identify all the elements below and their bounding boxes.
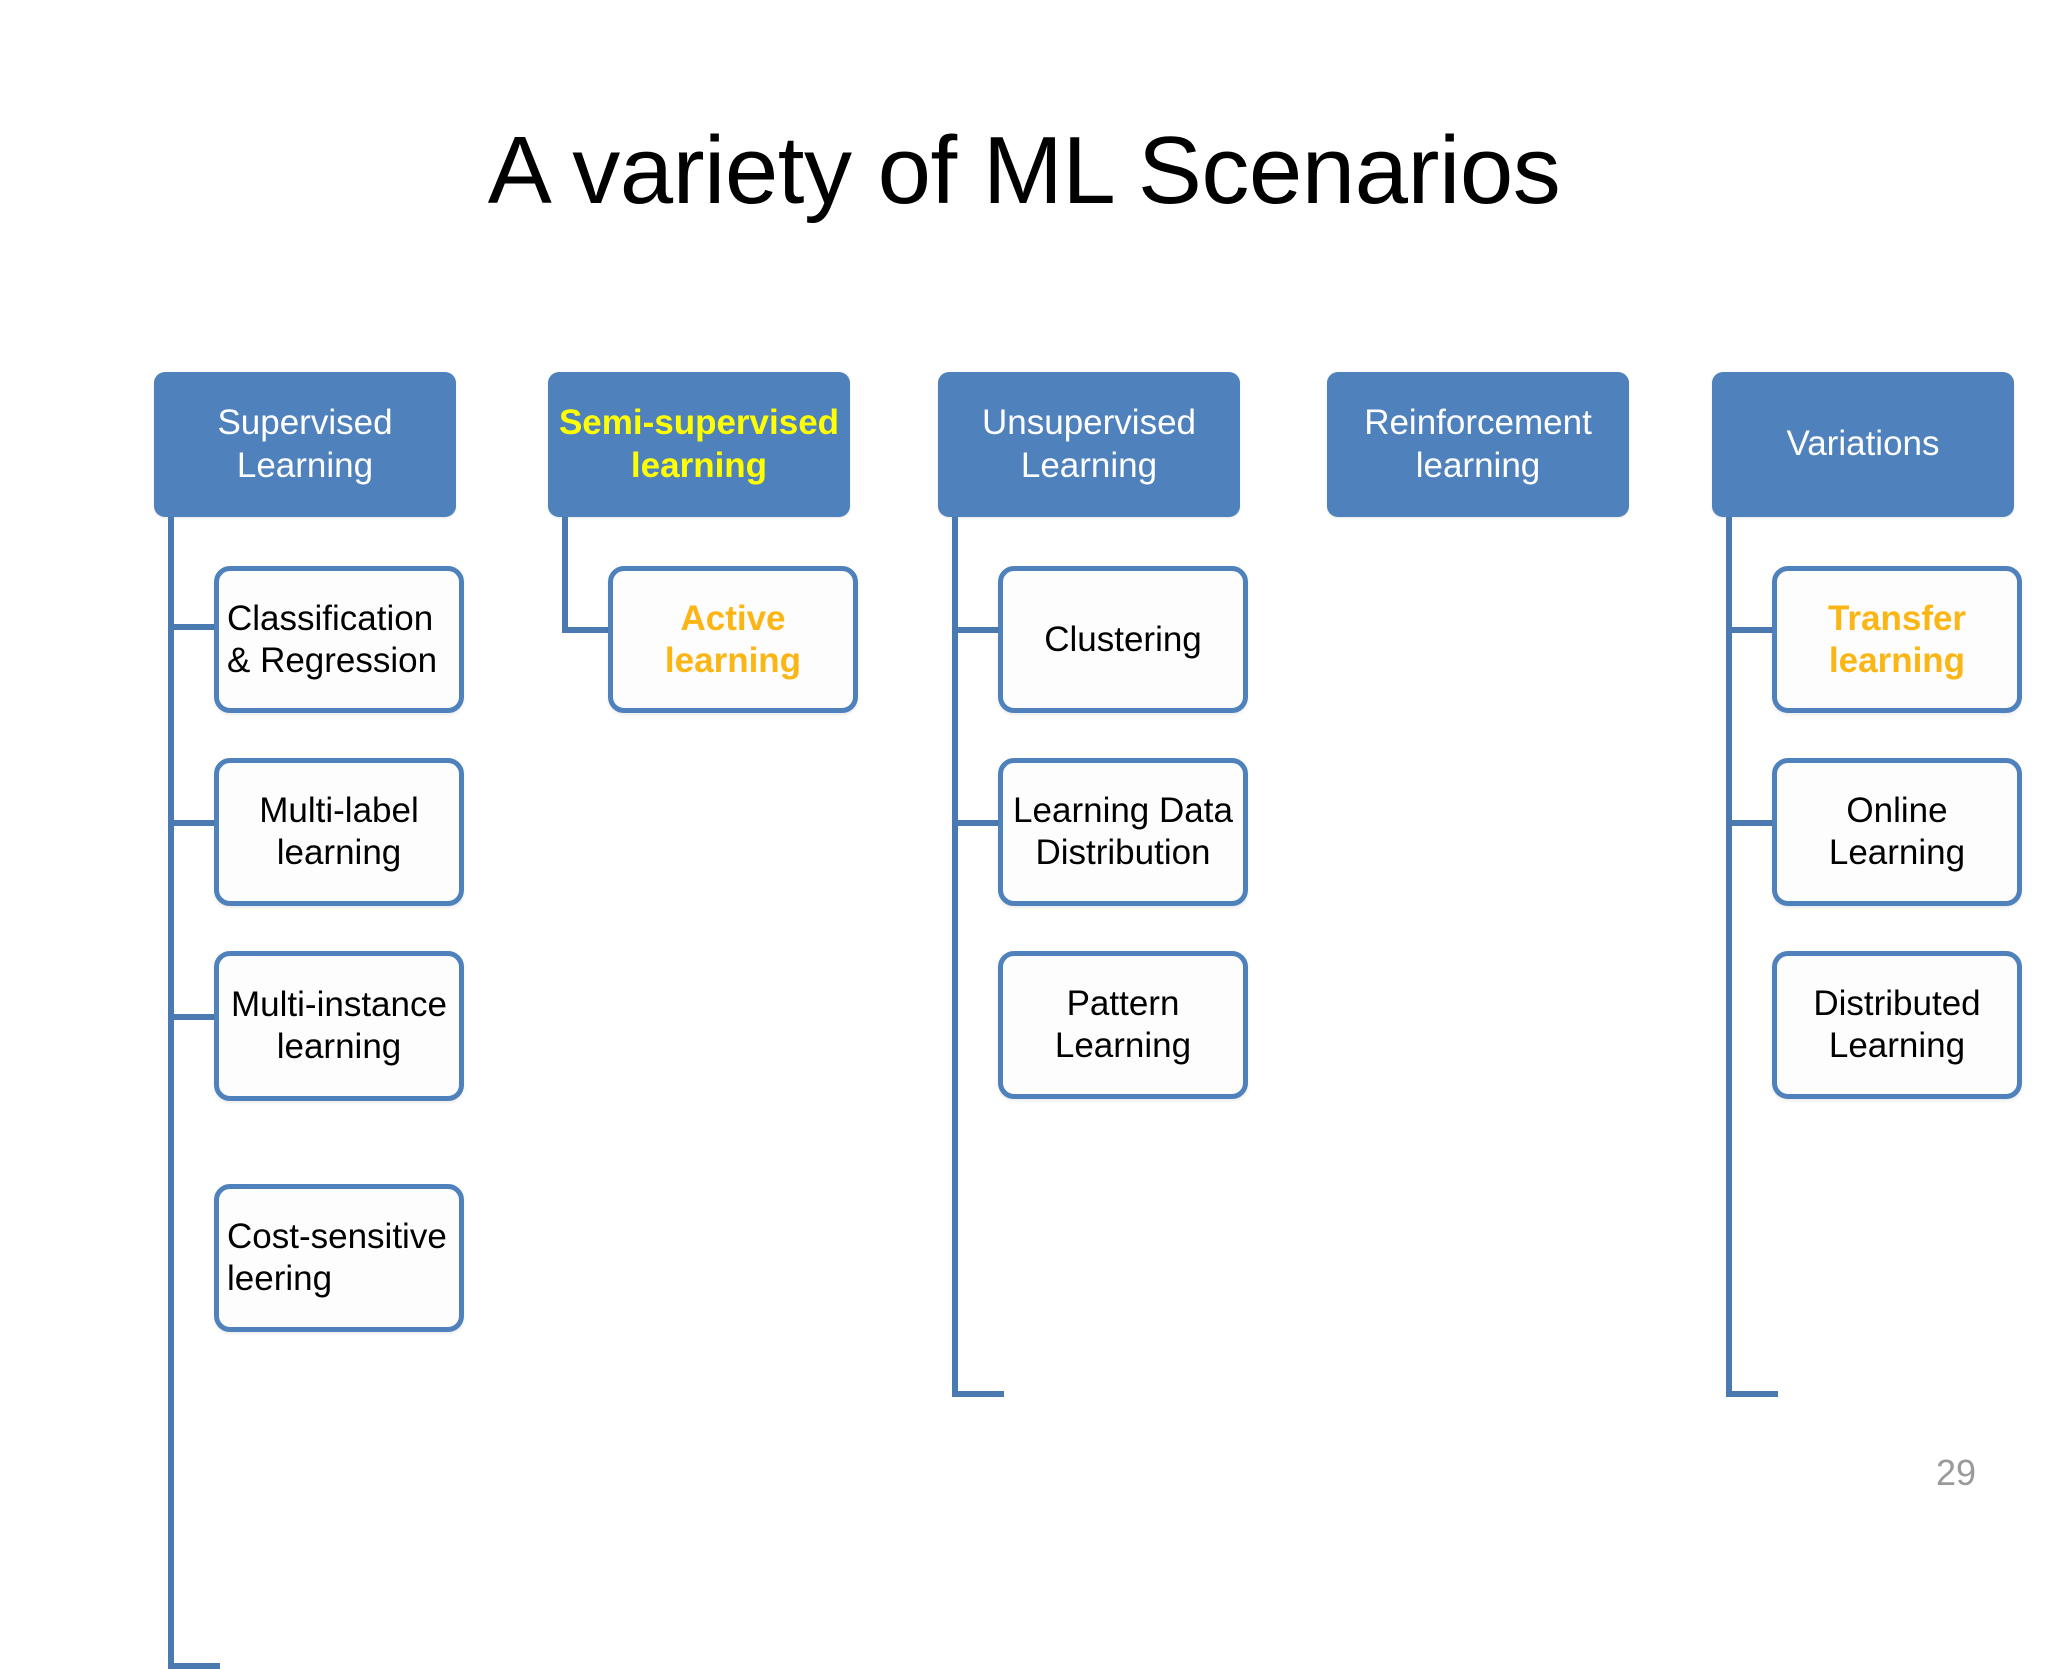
child-box-label: Learning Data Distribution [1013, 791, 1233, 872]
child-box-active-learning[interactable]: Active learning [608, 566, 858, 713]
connector-stub [168, 1663, 220, 1669]
connector-trunk [952, 517, 958, 1397]
page-number: 29 [1935, 1452, 1976, 1493]
child-box-label: Pattern Learning [1054, 984, 1192, 1065]
child-box-multi-instance-learning[interactable]: Multi-instance learning [214, 951, 464, 1101]
header-box-label: Supervised Learning [217, 402, 393, 485]
header-box-label: Semi-supervised learning [558, 402, 840, 485]
child-box-label: Online Learning [1828, 791, 1966, 872]
child-box-label: Multi-label learning [259, 791, 419, 872]
connector-stub [952, 627, 1004, 633]
child-box-pattern-learning[interactable]: Pattern Learning [998, 951, 1248, 1099]
header-box-supervised-learning[interactable]: Supervised Learning [154, 372, 456, 517]
child-box-label: Transfer learning [1827, 598, 1967, 680]
header-box-label: Reinforcement learning [1364, 402, 1592, 485]
child-box-label: Clustering [1044, 619, 1202, 659]
header-box-unsupervised-learning[interactable]: Unsupervised Learning [938, 372, 1240, 517]
header-box-label: Variations [1786, 424, 1940, 464]
connector-stub [562, 627, 614, 633]
connector-stub [168, 820, 220, 826]
header-box-reinforcement-learning[interactable]: Reinforcement learning [1327, 372, 1629, 517]
connector-stub [952, 820, 1004, 826]
connector-stub [1726, 1391, 1778, 1397]
child-box-label: Multi-instance learning [231, 985, 447, 1066]
child-box-cost-sensitive-leering[interactable]: Cost-sensitive leering [214, 1184, 464, 1332]
child-box-classification-regression[interactable]: Classification & Regression [214, 566, 464, 713]
child-box-online-learning[interactable]: Online Learning [1772, 758, 2022, 906]
child-box-label: Active learning [664, 598, 802, 680]
child-box-label: Cost-sensitive leering [227, 1217, 447, 1298]
child-box-label: Classification & Regression [227, 598, 438, 680]
connector-trunk [562, 517, 568, 633]
header-box-semi-supervised-learning[interactable]: Semi-supervised learning [548, 372, 850, 517]
child-box-learning-data-distribution[interactable]: Learning Data Distribution [998, 758, 1248, 906]
header-box-label: Unsupervised Learning [982, 402, 1196, 485]
child-box-distributed-learning[interactable]: Distributed Learning [1772, 951, 2022, 1099]
slide-canvas: A variety of ML Scenarios Supervised Lea… [154, 117, 2022, 1669]
connector-stub [1726, 820, 1778, 826]
ml-scenarios-diagram: Supervised Learning Classification & Reg… [154, 372, 2022, 1669]
child-box-clustering[interactable]: Clustering [998, 566, 1248, 713]
page-title: A variety of ML Scenarios [487, 117, 1561, 224]
connector-stub [952, 1391, 1004, 1397]
connector-trunk [1726, 517, 1732, 1397]
connector-trunk [168, 517, 174, 1669]
header-box-variations[interactable]: Variations [1712, 372, 2014, 517]
child-box-label: Distributed Learning [1813, 984, 1981, 1065]
connector-stub [168, 1014, 220, 1020]
connector-stub [1726, 627, 1778, 633]
child-box-transfer-learning[interactable]: Transfer learning [1772, 566, 2022, 713]
connector-stub [168, 624, 220, 630]
child-box-multi-label-learning[interactable]: Multi-label learning [214, 758, 464, 906]
